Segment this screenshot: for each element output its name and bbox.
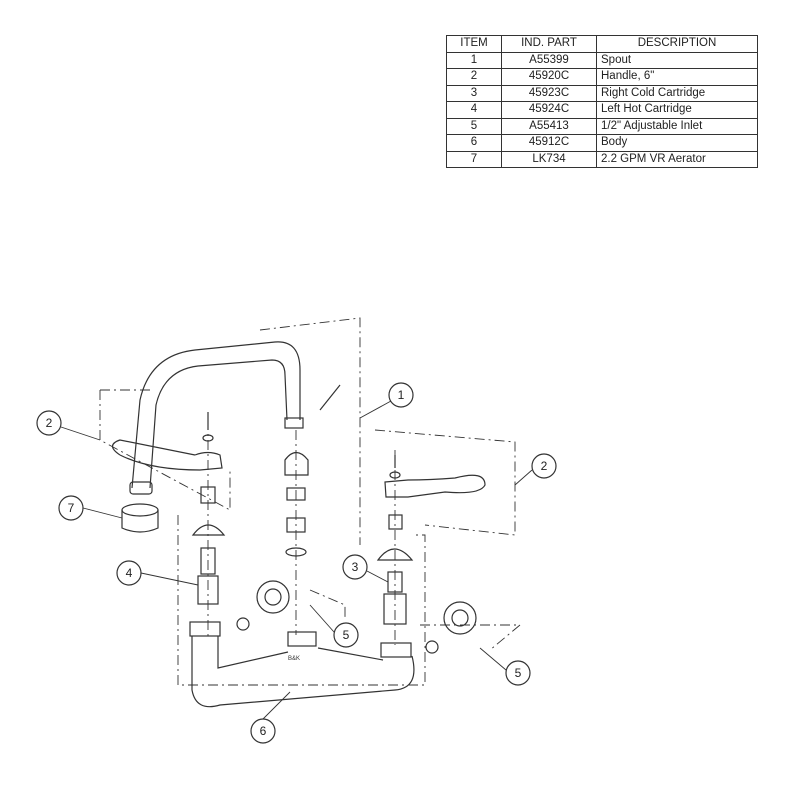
right-handle-assembly <box>376 455 486 625</box>
aerator <box>121 503 159 533</box>
description-cell: 2.2 GPM VR Aerator <box>596 150 758 168</box>
callout-2-right: 2 <box>531 453 557 479</box>
description-cell: Left Hot Cartridge <box>596 101 758 119</box>
callout-5-right: 5 <box>505 660 531 686</box>
callout-4: 4 <box>116 560 142 586</box>
inlets <box>236 580 477 654</box>
description-cell: Handle, 6" <box>596 68 758 86</box>
spout <box>129 341 341 495</box>
callout-6: 6 <box>250 718 276 744</box>
svg-text:1: 1 <box>398 388 405 402</box>
svg-text:5: 5 <box>515 666 522 680</box>
part-cell: 45912C <box>501 134 597 152</box>
assembly-guides <box>99 317 522 686</box>
part-cell: LK734 <box>501 150 597 168</box>
callout-5-center: 5 <box>333 622 359 648</box>
callout-7: 7 <box>58 495 84 521</box>
description-cell: 1/2" Adjustable Inlet <box>596 117 758 135</box>
svg-text:7: 7 <box>68 501 75 515</box>
callout-1: 1 <box>388 382 414 408</box>
leader-lines <box>60 400 533 720</box>
callout-3: 3 <box>342 554 368 580</box>
svg-text:2: 2 <box>541 459 548 473</box>
faucet-body <box>189 621 415 708</box>
left-handle-assembly <box>111 412 226 605</box>
svg-text:2: 2 <box>46 416 53 430</box>
svg-text:3: 3 <box>352 560 359 574</box>
spout-nut-stack <box>284 451 309 557</box>
svg-text:5: 5 <box>343 628 350 642</box>
body-marking: B&K <box>288 656 300 662</box>
callout-2-left: 2 <box>36 410 62 436</box>
svg-text:6: 6 <box>260 724 267 738</box>
svg-text:4: 4 <box>126 566 133 580</box>
